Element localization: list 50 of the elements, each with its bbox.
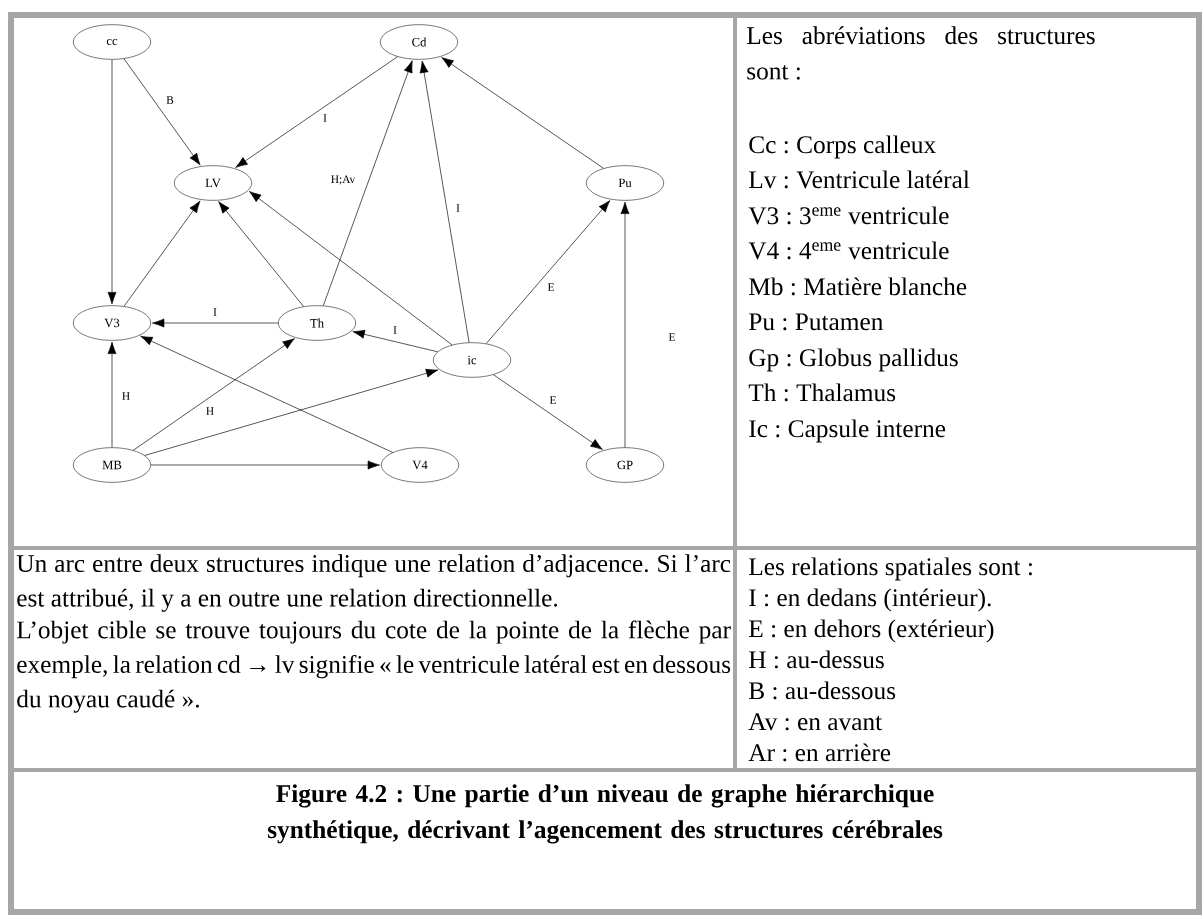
arrow bbox=[249, 191, 453, 346]
arrow bbox=[419, 60, 470, 343]
edge-label: H;Av bbox=[329, 174, 357, 186]
arrow bbox=[322, 60, 413, 306]
edge-label: H bbox=[120, 390, 132, 402]
edge-label: I bbox=[454, 202, 462, 214]
legend-text: Les relations spatiales sont : bbox=[749, 557, 1032, 581]
legend-text: Ar : en arrière bbox=[748, 743, 891, 762]
arrow bbox=[485, 200, 611, 344]
arrow bbox=[152, 318, 279, 328]
arrow bbox=[107, 59, 117, 305]
arrow bbox=[144, 368, 439, 456]
arrow bbox=[235, 56, 398, 168]
legend-text: E : en dehors (extérieur) bbox=[749, 619, 994, 643]
arrow bbox=[132, 338, 295, 451]
arrow bbox=[107, 341, 117, 448]
legend-text: B : au-dessous bbox=[749, 681, 896, 700]
arrow bbox=[441, 57, 604, 169]
arrow bbox=[218, 201, 304, 307]
arrow bbox=[140, 335, 394, 453]
arrow bbox=[493, 374, 603, 450]
arrow bbox=[352, 329, 438, 353]
arrow bbox=[150, 460, 380, 470]
edge-label: E bbox=[667, 331, 677, 343]
legend-text: Les abréviations des structures sont : bbox=[747, 26, 1095, 80]
legend-text: Th : Thalamus bbox=[748, 383, 896, 402]
figure-caption: Figure 4.2 : Une partie d’un niveau de graphe hiérarchique synthétique, décrivant l’agencement des structures cérébrales bbox=[267, 784, 943, 844]
legend-text: Mb : Matière blanche bbox=[749, 277, 967, 296]
legend-text: Pu : Putamen bbox=[749, 313, 883, 331]
legend-text: V4 : 4$^{eme}$ ventricule bbox=[748, 241, 949, 260]
legend-text: V3 : 3$^{eme}$ ventricule bbox=[748, 206, 949, 225]
arrow bbox=[123, 58, 201, 166]
note-text: Un arc entre deux structures indique une relation d’adjacence. Si l’arc est attribué, il y a en outre une relation directionnelle. bbox=[16, 554, 731, 612]
arrow bbox=[620, 201, 630, 448]
edge-label: E bbox=[548, 394, 558, 406]
legend-text: Lv : Ventricule latéral bbox=[749, 170, 970, 189]
edge-label: I bbox=[391, 324, 399, 336]
legend-text: Cc : Corps calleux bbox=[749, 135, 936, 159]
note-text: L’objet cible se trouve toujours du cote de la pointe de la flèche par exemple, la relation cd → lv signifie « le ventricule latéral est en dessous du noyau caudé ». bbox=[17, 620, 731, 713]
arrow bbox=[123, 200, 201, 307]
edge-label: E bbox=[546, 281, 556, 293]
legend-text: Ic : Capsule interne bbox=[749, 419, 946, 443]
legend-text: H : au-dessus bbox=[749, 650, 884, 669]
legend-text: Av : en avant bbox=[748, 713, 882, 731]
edge-label: B bbox=[164, 94, 176, 106]
edge-label: H bbox=[204, 405, 216, 417]
legend-text: I : en dedans (intérieur). bbox=[749, 588, 991, 612]
legend-text: Gp : Globus pallidus bbox=[749, 348, 958, 372]
edge-label: I bbox=[321, 112, 329, 124]
edge-label: I bbox=[211, 306, 219, 318]
